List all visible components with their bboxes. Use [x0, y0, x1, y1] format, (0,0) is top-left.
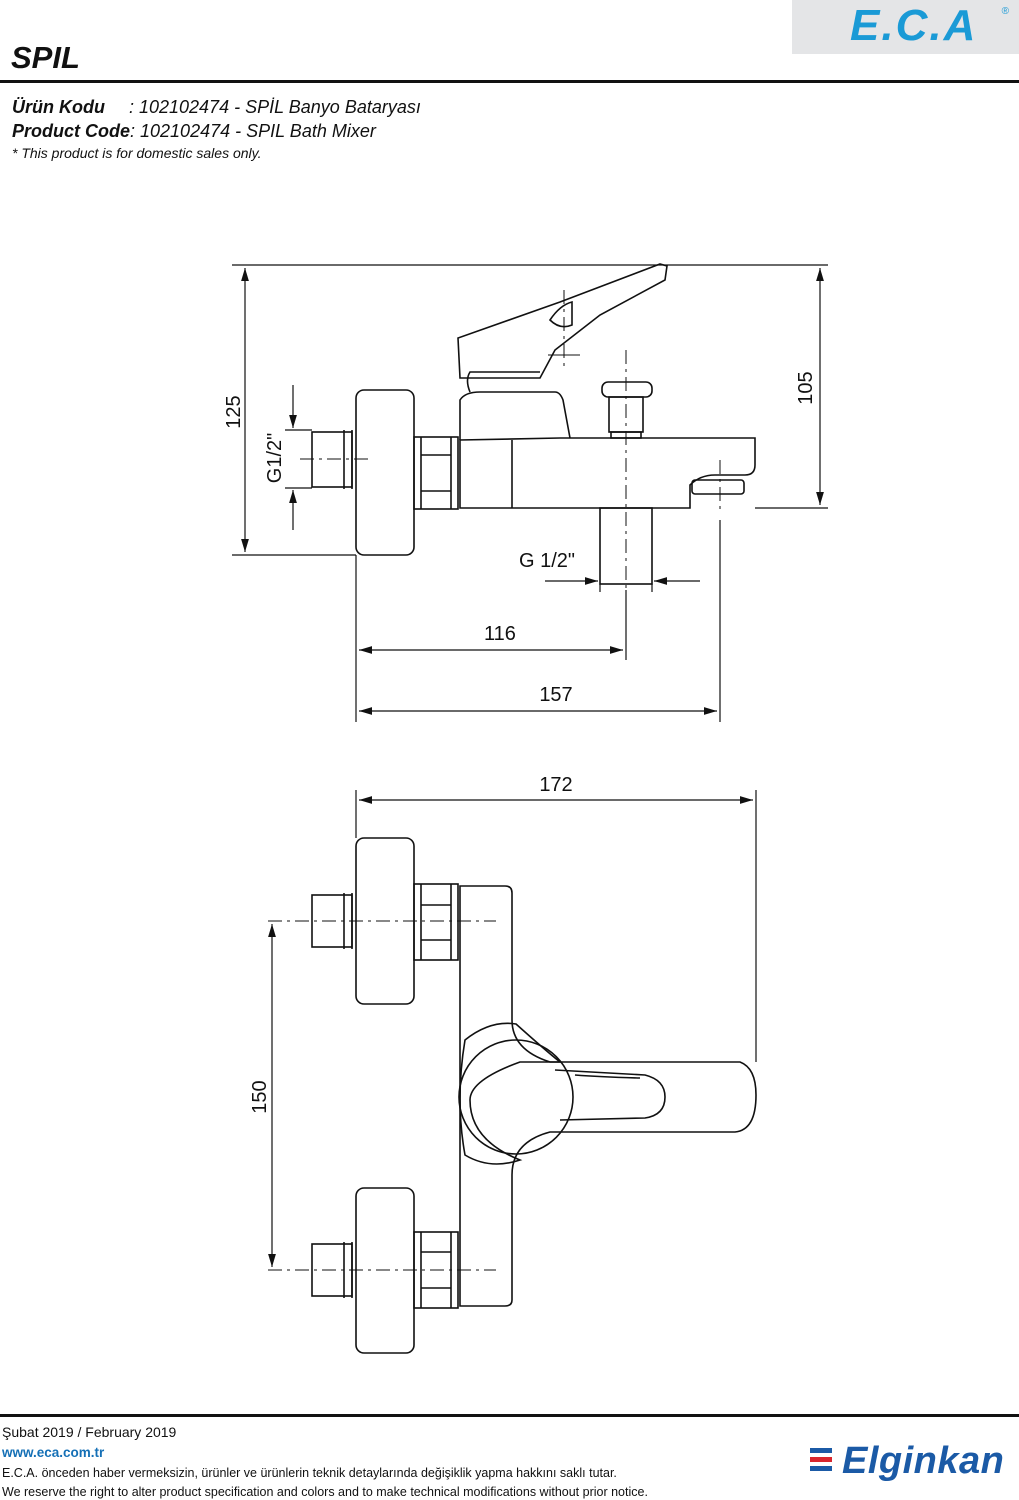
front-centerlines: [268, 920, 496, 1271]
lever-handle: [457, 263, 668, 379]
dim-125: 125: [223, 395, 245, 428]
side-centerlines: [300, 290, 721, 590]
dim-150: 150: [249, 1080, 271, 1113]
top-hex-nut: [413, 883, 459, 961]
cartridge-cap: [458, 1039, 574, 1155]
product-code-label: Product Code: [12, 121, 131, 141]
technical-drawing: 125 105 G1/2" G 1/2" 116 157: [223, 263, 828, 1354]
footer-disclaimer-en: We reserve the right to alter product sp…: [2, 1485, 648, 1499]
header-divider: [0, 80, 1019, 83]
aerator: [691, 479, 745, 495]
front-view: [311, 837, 757, 1354]
wall-flange: [355, 389, 415, 556]
dim-g12-outlet: G 1/2": [519, 550, 575, 572]
footer-divider: [0, 1414, 1019, 1417]
dim-157: 157: [539, 684, 572, 706]
eca-logo-text: E.C.A: [850, 1, 978, 50]
front-body: [459, 885, 757, 1307]
elginkan-stripe-icon: [810, 1448, 832, 1453]
dim-116: 116: [484, 623, 516, 645]
elginkan-stripe-icon: [810, 1457, 832, 1462]
urun-kodu-label: Ürün Kodu: [12, 97, 105, 117]
product-code-row: Product Code: 102102474 - SPIL Bath Mixe…: [12, 121, 376, 142]
elginkan-logo: Elginkan: [808, 1440, 1018, 1490]
product-code-value: : 102102474 - SPIL Bath Mixer: [130, 121, 376, 141]
front-dimensions: [268, 790, 757, 1267]
side-view: [311, 263, 756, 585]
footer-disclaimer-tr: E.C.A. önceden haber vermeksizin, ürünle…: [2, 1466, 617, 1480]
domestic-note: * This product is for domestic sales onl…: [12, 145, 262, 161]
dim-105: 105: [795, 371, 817, 404]
urun-kodu-row: Ürün Kodu : 102102474 - SPİL Banyo Batary…: [12, 97, 421, 118]
urun-kodu-value: : 102102474 - SPİL Banyo Bataryası: [128, 97, 421, 117]
footer-website-link[interactable]: www.eca.com.tr: [2, 1445, 105, 1460]
front-lever: [554, 1069, 666, 1121]
side-dimensions: [232, 264, 828, 722]
dim-g12-inlet: G1/2": [264, 433, 286, 483]
diverter-knob: [601, 381, 653, 398]
dim-172: 172: [539, 774, 572, 796]
hex-nut: [413, 436, 459, 510]
outlet-stub: [599, 507, 653, 585]
mixer-body: [459, 437, 756, 509]
page-title: SPIL: [11, 40, 80, 75]
registered-mark: ®: [1001, 6, 1009, 17]
eca-logo: E.C.A ®: [792, 0, 1019, 54]
elginkan-stripe-icon: [810, 1466, 832, 1471]
footer-date: Şubat 2019 / February 2019: [2, 1424, 177, 1440]
elginkan-logo-text: Elginkan: [842, 1440, 1005, 1482]
